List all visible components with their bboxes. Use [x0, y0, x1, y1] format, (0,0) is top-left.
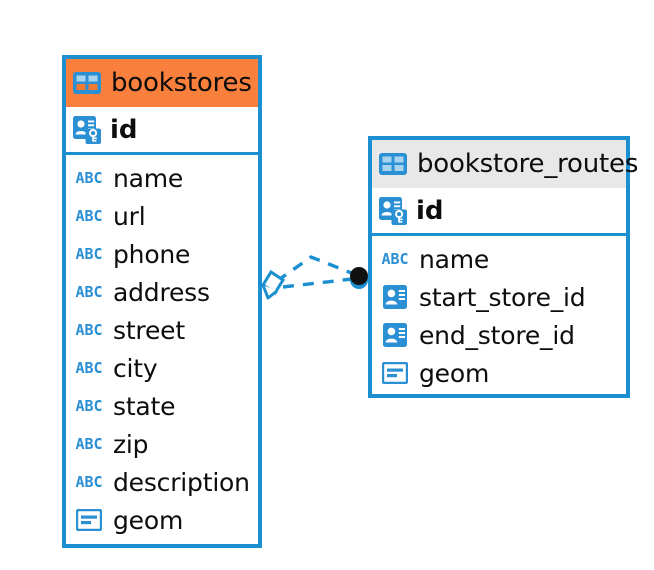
geometry-icon [74, 509, 104, 531]
attribute-label-name: name [113, 163, 184, 193]
attribute-label-url: url [113, 201, 146, 231]
attribute-row-street[interactable]: ABC street [66, 311, 258, 349]
attribute-label-geom: geom [419, 358, 490, 388]
relationship-line-arc [276, 255, 355, 283]
geometry-icon [380, 362, 410, 384]
primary-key-icon [73, 115, 101, 144]
relationship-line-straight [282, 277, 353, 289]
entity-bookstore-routes-primary-key-row[interactable]: id [372, 188, 626, 236]
table-icon [73, 72, 101, 94]
attribute-label-geom: geom [113, 505, 184, 535]
attribute-row-name[interactable]: ABC name [372, 240, 626, 278]
abc-icon: ABC [75, 472, 103, 491]
attribute-row-name[interactable]: ABC name [66, 159, 258, 197]
attribute-label-description: description [113, 467, 250, 497]
attribute-label-end-store-id: end_store_id [419, 320, 575, 350]
abc-icon: ABC [75, 434, 103, 453]
attribute-row-start-store-id[interactable]: start_store_id [372, 278, 626, 316]
entity-bookstore-routes-header[interactable]: bookstore_routes [372, 140, 638, 188]
entity-bookstore-routes[interactable]: bookstore_routes [368, 136, 638, 398]
attribute-row-description[interactable]: ABC description [66, 463, 258, 501]
foreign-key-icon [380, 323, 410, 347]
abc-icon: ABC [75, 206, 103, 225]
entity-bookstore-routes-primary-key-label: id [416, 195, 444, 226]
entity-bookstores-title: bookstores [111, 68, 252, 98]
attribute-row-geom[interactable]: geom [372, 354, 626, 392]
abc-icon: ABC [75, 168, 103, 187]
attribute-row-address[interactable]: ABC address [66, 273, 258, 311]
entity-bookstores[interactable]: bookstores [62, 55, 262, 548]
relationship-target-circle-marker[interactable] [350, 267, 368, 289]
abc-icon: ABC [75, 396, 103, 415]
primary-key-icon [379, 196, 407, 225]
attribute-label-phone: phone [113, 239, 191, 269]
attribute-row-geom[interactable]: geom [66, 501, 258, 539]
entity-bookstore-routes-title: bookstore_routes [417, 149, 639, 179]
abc-icon: ABC [75, 358, 103, 377]
abc-icon: ABC [75, 244, 103, 263]
attribute-label-street: street [113, 315, 185, 345]
attribute-label-zip: zip [113, 429, 149, 459]
entity-bookstores-header[interactable]: bookstores [66, 59, 258, 107]
attribute-label-state: state [113, 391, 176, 421]
abc-icon: ABC [75, 282, 103, 301]
attribute-label-city: city [113, 353, 158, 383]
foreign-key-icon [380, 285, 410, 309]
attribute-label-name: name [419, 244, 490, 274]
abc-icon: ABC [381, 249, 409, 268]
entity-bookstore-routes-attribute-list: ABC name start_store_id [372, 236, 626, 398]
abc-icon: ABC [75, 320, 103, 339]
attribute-label-address: address [113, 277, 210, 307]
attribute-row-zip[interactable]: ABC zip [66, 425, 258, 463]
attribute-label-start-store-id: start_store_id [419, 282, 586, 312]
entity-bookstores-attribute-list: ABC name ABC url ABC phone ABC address A… [66, 155, 258, 545]
attribute-row-state[interactable]: ABC state [66, 387, 258, 425]
table-icon [379, 153, 407, 175]
attribute-row-url[interactable]: ABC url [66, 197, 258, 235]
attribute-row-end-store-id[interactable]: end_store_id [372, 316, 626, 354]
entity-bookstores-primary-key-row[interactable]: id [66, 107, 258, 155]
attribute-row-city[interactable]: ABC city [66, 349, 258, 387]
entity-bookstores-primary-key-label: id [110, 114, 138, 145]
attribute-row-phone[interactable]: ABC phone [66, 235, 258, 273]
relationship-source-diamond-marker[interactable] [260, 269, 286, 300]
